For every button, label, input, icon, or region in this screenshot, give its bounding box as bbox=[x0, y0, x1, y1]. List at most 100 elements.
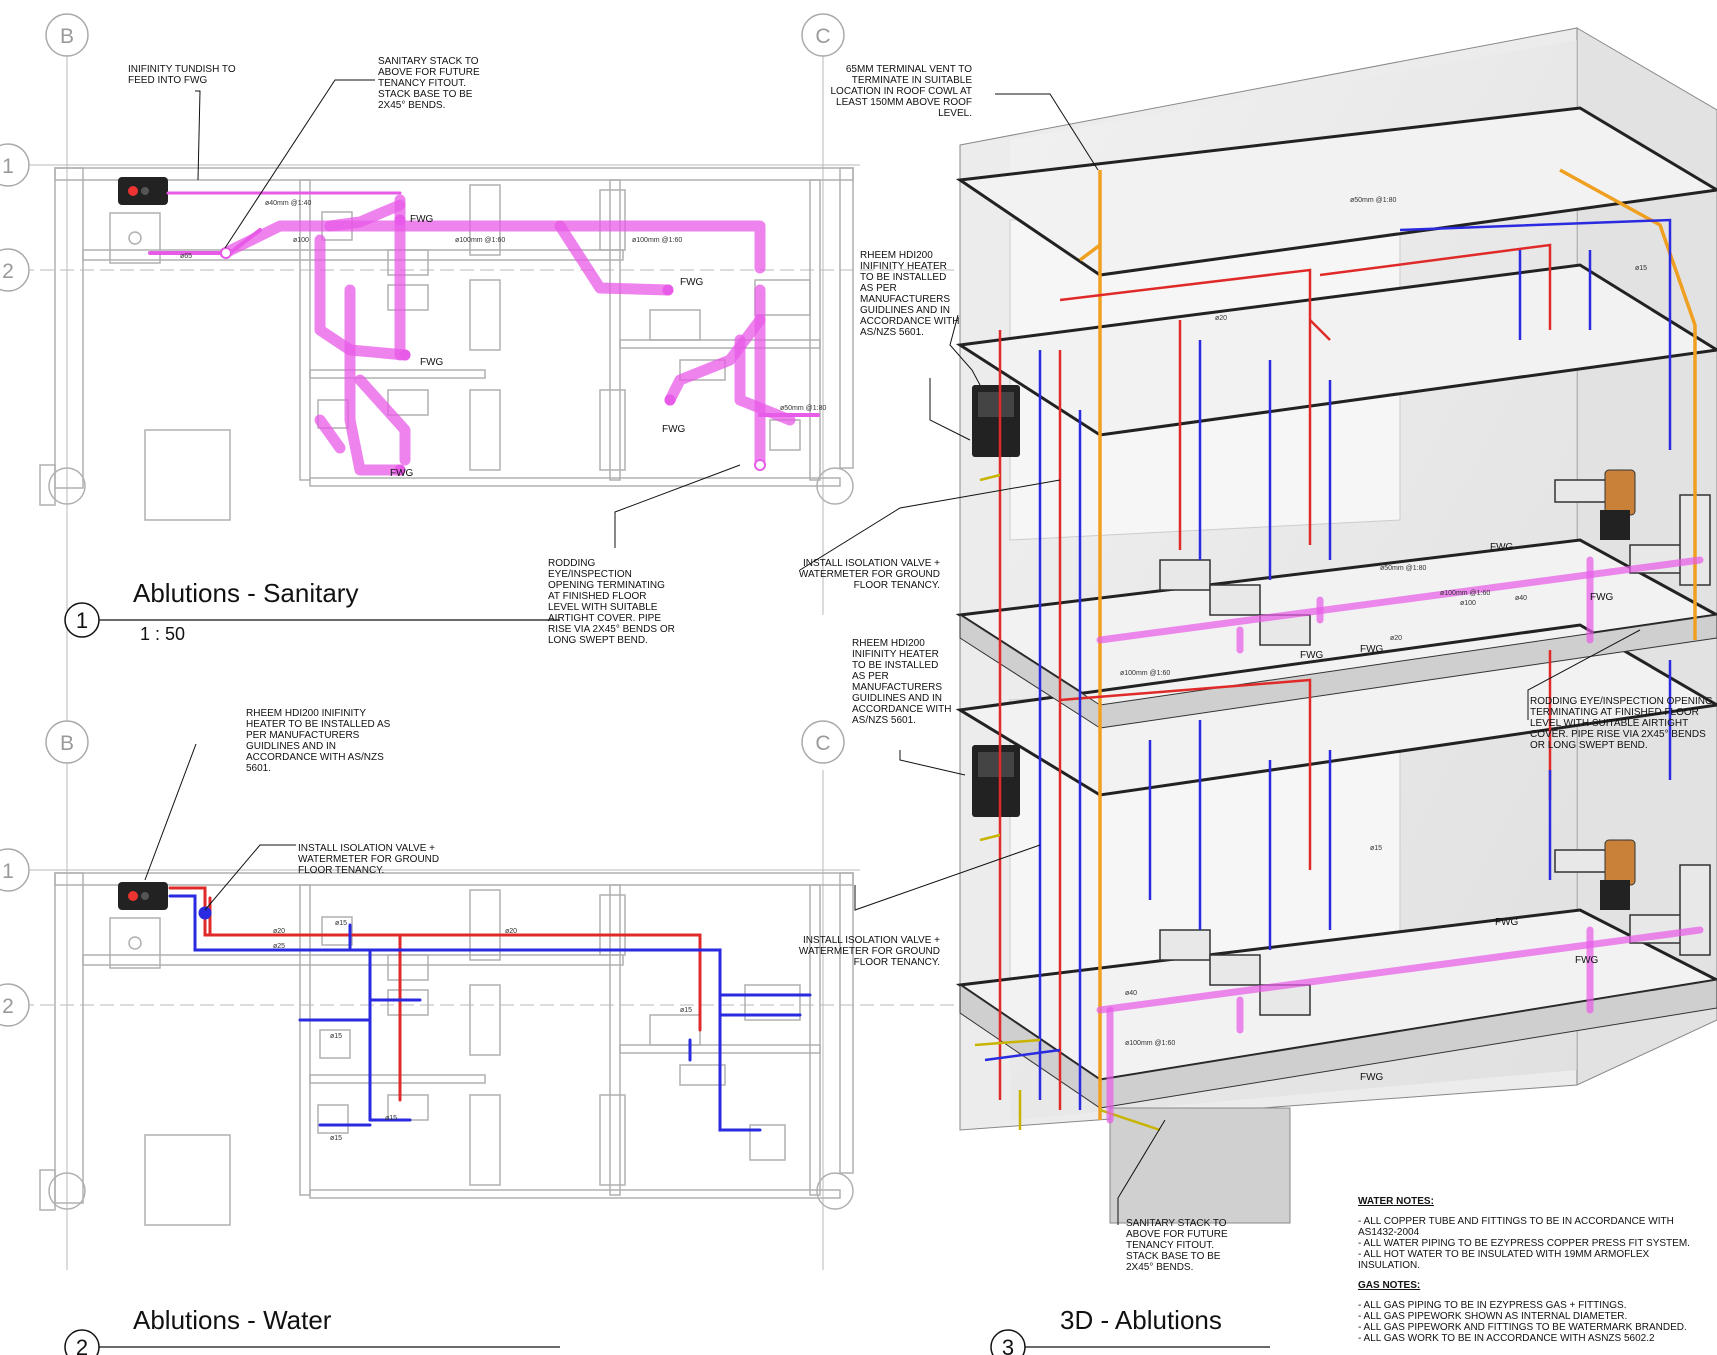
3d-hot-water-pipes bbox=[998, 243, 1552, 1110]
callout-valve-3d-lower: INSTALL ISOLATION VALVE + WATERMETER FOR… bbox=[798, 935, 940, 968]
svg-text:ø50mm @1:80: ø50mm @1:80 bbox=[780, 405, 827, 412]
view-title-3d: 3D - Ablutions bbox=[1060, 1305, 1222, 1335]
svg-text:B: B bbox=[60, 25, 74, 48]
view-marker-1: 1 bbox=[64, 602, 560, 638]
svg-text:FWG: FWG bbox=[1360, 644, 1384, 655]
grid-bubble-1-lower: 1 bbox=[0, 848, 30, 892]
plan-water-walls bbox=[39, 872, 854, 1226]
svg-text:ø20: ø20 bbox=[505, 928, 517, 935]
svg-text:ø65: ø65 bbox=[180, 253, 192, 260]
plan-water-tags: ø20 ø20 ø25 ø15 ø15 ø15 ø15 ø15 bbox=[273, 920, 692, 1142]
svg-text:FWG: FWG bbox=[1590, 592, 1614, 603]
3d-cold-water-pipes bbox=[984, 218, 1672, 1110]
svg-text:1: 1 bbox=[76, 608, 88, 633]
callout-rodding-eye-plan: RODDING EYE/INSPECTION OPENING TERMINATI… bbox=[548, 558, 675, 646]
svg-text:ø20: ø20 bbox=[1215, 315, 1227, 322]
svg-text:ø100: ø100 bbox=[1460, 600, 1476, 607]
svg-text:ø100: ø100 bbox=[293, 237, 309, 244]
svg-text:FWG: FWG bbox=[680, 277, 704, 288]
svg-text:1: 1 bbox=[2, 860, 14, 883]
instant-heater-plan-sanitary bbox=[118, 177, 168, 205]
grid-bubble-2-lower: 2 bbox=[0, 983, 30, 1027]
water-note: - ALL WATER PIPING TO BE EZYPRESS COPPER… bbox=[1358, 1238, 1690, 1249]
callout-sanitary-stack-3d: SANITARY STACK TO ABOVE FOR FUTURE TENAN… bbox=[1126, 1218, 1228, 1273]
svg-text:ø100mm @1:60: ø100mm @1:60 bbox=[1125, 1040, 1175, 1047]
plan-sanitary-tags: FWG FWG FWG FWG FWG ø40mm @1:40 ø100mm @… bbox=[180, 200, 827, 479]
grid-bubble-c-lower: C bbox=[801, 720, 845, 764]
svg-text:ø15: ø15 bbox=[330, 1033, 342, 1040]
svg-text:2: 2 bbox=[2, 995, 14, 1018]
view-marker-3: 3 bbox=[990, 1329, 1270, 1355]
water-note: - ALL COPPER TUBE AND FITTINGS TO BE IN … bbox=[1358, 1216, 1674, 1238]
3d-water-heaters bbox=[972, 385, 1020, 817]
svg-text:FWG: FWG bbox=[1300, 650, 1324, 661]
plan-sanitary-walls bbox=[39, 167, 854, 521]
svg-text:ø40mm @1:40: ø40mm @1:40 bbox=[265, 200, 312, 207]
svg-text:ø40: ø40 bbox=[1125, 990, 1137, 997]
gas-note: - ALL GAS PIPING TO BE IN EZYPRESS GAS +… bbox=[1358, 1300, 1627, 1311]
svg-text:ø15: ø15 bbox=[1370, 845, 1382, 852]
svg-text:ø15: ø15 bbox=[385, 1115, 397, 1122]
leader-lines bbox=[144, 79, 1641, 1225]
callout-heater-3d-lower: RHEEM HDI200 INIFINITY HEATER TO BE INST… bbox=[852, 638, 952, 726]
view-scale-sanitary: 1 : 50 bbox=[140, 624, 186, 644]
general-notes: WATER NOTES: - ALL COPPER TUBE AND FITTI… bbox=[1358, 1196, 1713, 1344]
svg-text:2: 2 bbox=[2, 260, 14, 283]
svg-text:ø15: ø15 bbox=[680, 1007, 692, 1014]
3d-toilets bbox=[1600, 469, 1636, 910]
svg-text:B: B bbox=[60, 732, 74, 755]
callout-sanitary-stack: SANITARY STACK TO ABOVE FOR FUTURE TENAN… bbox=[378, 56, 480, 111]
callout-heater-plan-water: RHEEM HDI200 INIFINITY HEATER TO BE INST… bbox=[246, 708, 391, 774]
water-note: - ALL HOT WATER TO BE INSULATED WITH 19M… bbox=[1358, 1249, 1650, 1271]
svg-text:FWG: FWG bbox=[1490, 542, 1514, 553]
svg-text:C: C bbox=[815, 732, 830, 755]
grid-bubble-c-top: C bbox=[801, 13, 845, 57]
svg-text:3: 3 bbox=[1002, 1335, 1014, 1355]
instant-heater-plan-water bbox=[118, 882, 168, 910]
svg-text:FWG: FWG bbox=[1360, 1072, 1384, 1083]
callout-heater-3d-upper: RHEEM HDI200 INIFINITY HEATER TO BE INST… bbox=[860, 250, 960, 338]
svg-text:1: 1 bbox=[2, 155, 14, 178]
gas-note: - ALL GAS PIPEWORK AND FITTINGS TO BE WA… bbox=[1358, 1322, 1687, 1333]
svg-text:ø20: ø20 bbox=[273, 928, 285, 935]
water-notes-heading: WATER NOTES: bbox=[1358, 1196, 1434, 1207]
plan-sanitary-pipework bbox=[148, 191, 820, 476]
svg-text:ø50mm @1:80: ø50mm @1:80 bbox=[1350, 197, 1397, 204]
svg-text:ø15: ø15 bbox=[330, 1135, 342, 1142]
svg-text:ø20: ø20 bbox=[1390, 635, 1402, 642]
svg-text:ø100mm @1:60: ø100mm @1:60 bbox=[632, 237, 682, 244]
callout-valve-3d-upper: INSTALL ISOLATION VALVE + WATERMETER FOR… bbox=[798, 558, 940, 591]
svg-text:FWG: FWG bbox=[420, 357, 444, 368]
svg-text:ø100mm @1:60: ø100mm @1:60 bbox=[455, 237, 505, 244]
gas-note: - ALL GAS WORK TO BE IN ACCORDANCE WITH … bbox=[1358, 1333, 1655, 1344]
gas-note: - ALL GAS PIPEWORK SHOWN AS INTERNAL DIA… bbox=[1358, 1311, 1628, 1322]
svg-text:FWG: FWG bbox=[410, 214, 434, 225]
svg-text:FWG: FWG bbox=[1495, 917, 1519, 928]
svg-text:FWG: FWG bbox=[390, 468, 414, 479]
plan-water-pipework bbox=[168, 886, 812, 1132]
svg-text:2: 2 bbox=[76, 1335, 88, 1355]
svg-text:ø50mm @1:80: ø50mm @1:80 bbox=[1380, 565, 1427, 572]
grid-bubble-b-top: B bbox=[45, 13, 89, 57]
3d-vent-pipe bbox=[1078, 168, 1697, 1120]
svg-text:ø25: ø25 bbox=[273, 943, 285, 950]
svg-text:ø100mm @1:60: ø100mm @1:60 bbox=[1120, 670, 1170, 677]
svg-text:ø100mm @1:60: ø100mm @1:60 bbox=[1440, 590, 1490, 597]
callout-rodding-eye-3d: RODDING EYE/INSPECTION OPENING TERMINATI… bbox=[1530, 696, 1713, 751]
grid-bubble-b-lower: B bbox=[45, 720, 89, 764]
view-title-water: Ablutions - Water bbox=[133, 1305, 332, 1335]
svg-text:ø40: ø40 bbox=[1515, 595, 1527, 602]
3d-sanitary-pipes bbox=[1096, 556, 1704, 1124]
callout-terminal-vent: 65MM TERMINAL VENT TO TERMINATE IN SUITA… bbox=[830, 64, 973, 119]
view-title-sanitary: Ablutions - Sanitary bbox=[133, 578, 359, 608]
gas-notes-heading: GAS NOTES: bbox=[1358, 1280, 1421, 1291]
view-marker-2: 2 bbox=[64, 1329, 560, 1355]
svg-text:ø15: ø15 bbox=[335, 920, 347, 927]
3d-fixtures bbox=[1159, 479, 1711, 1016]
svg-text:C: C bbox=[815, 25, 830, 48]
callout-valve-plan-water: INSTALL ISOLATION VALVE + WATERMETER FOR… bbox=[298, 843, 440, 876]
grid-bubble-1-top: 1 bbox=[0, 143, 30, 187]
svg-text:FWG: FWG bbox=[662, 424, 686, 435]
grid-bubble-2-top: 2 bbox=[0, 248, 30, 292]
